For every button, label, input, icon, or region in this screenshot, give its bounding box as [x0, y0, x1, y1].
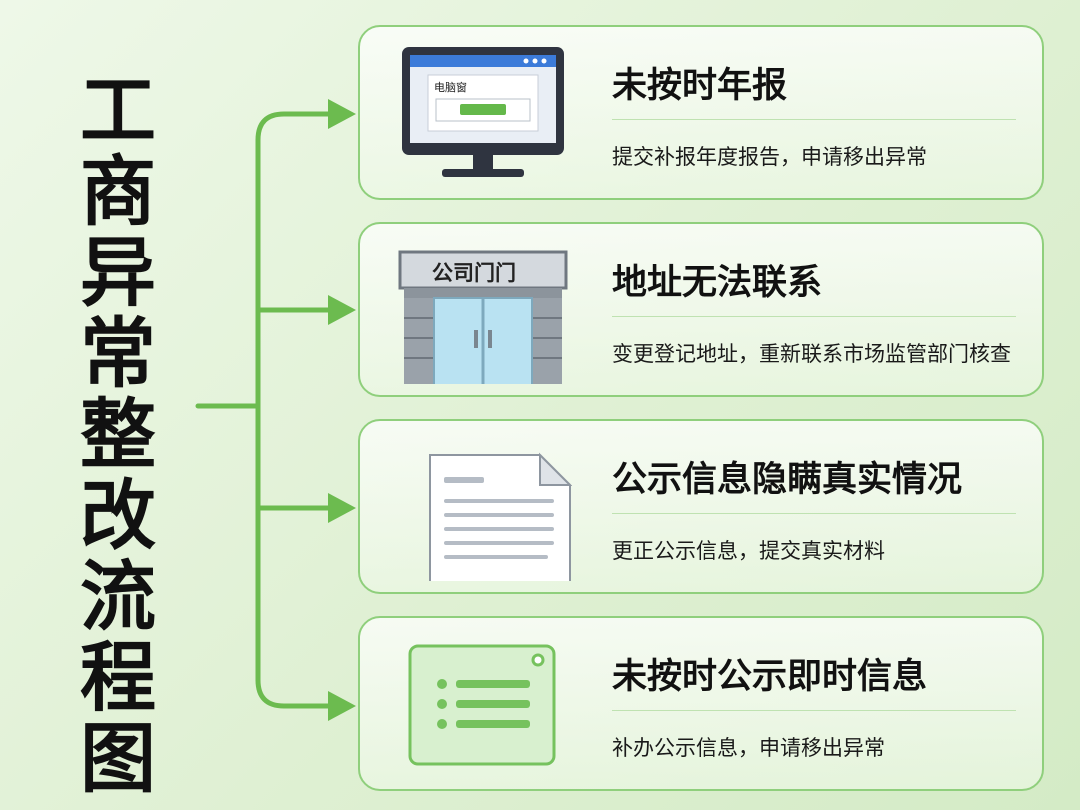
card-description: 变更登记地址，重新联系市场监管部门核查	[612, 342, 1011, 366]
card-instant-info: 未按时公示即时信息 补办公示信息，申请移出异常	[358, 616, 1044, 791]
title-char: 整	[80, 390, 156, 479]
card-heading: 未按时公示即时信息	[612, 657, 928, 697]
monitor-icon: 电脑窗	[394, 41, 572, 187]
arrow-head	[328, 691, 356, 721]
storefront-icon: 公司门门	[394, 238, 572, 384]
card-description: 补办公示信息，申请移出异常	[612, 736, 885, 760]
title-char: 异	[80, 228, 156, 317]
card-divider	[612, 710, 1016, 711]
title-char: 常	[80, 309, 156, 398]
document-icon	[394, 435, 572, 581]
card-concealed-info: 公示信息隐瞒真实情况 更正公示信息，提交真实材料	[358, 419, 1044, 594]
card-heading: 未按时年报	[612, 66, 788, 106]
title-char: 工	[80, 66, 156, 155]
title-char: 商	[80, 147, 156, 236]
card-divider	[612, 513, 1016, 514]
title-char: 流	[80, 552, 156, 641]
title-char: 改	[80, 471, 156, 560]
info-panel-icon	[394, 632, 572, 778]
arrow-head	[328, 493, 356, 523]
card-description: 更正公示信息，提交真实材料	[612, 539, 885, 563]
card-address-unreachable: 公司门门 地址无法联系 变更登记地址，重新联系市场监管部门核查	[358, 222, 1044, 397]
card-description: 提交补报年度报告，申请移出异常	[612, 145, 927, 169]
page-title: 工 商 异 常 整 改 流 程 图	[78, 70, 158, 799]
card-divider	[612, 119, 1016, 120]
arrow-head	[328, 295, 356, 325]
title-char: 程	[80, 633, 156, 722]
arrow-head	[328, 99, 356, 129]
card-heading: 公示信息隐瞒真实情况	[612, 460, 963, 500]
branch-line	[255, 111, 333, 409]
branch-line	[255, 677, 333, 709]
card-annual-report: 电脑窗 未按时年报 提交补报年度报告，申请移出异常	[358, 25, 1044, 200]
card-heading: 地址无法联系	[612, 263, 823, 303]
storefront-sign-label: 公司门门	[432, 261, 516, 285]
monitor-screen-label: 电脑窗	[434, 80, 467, 94]
card-divider	[612, 316, 1016, 317]
title-char: 图	[80, 714, 156, 803]
